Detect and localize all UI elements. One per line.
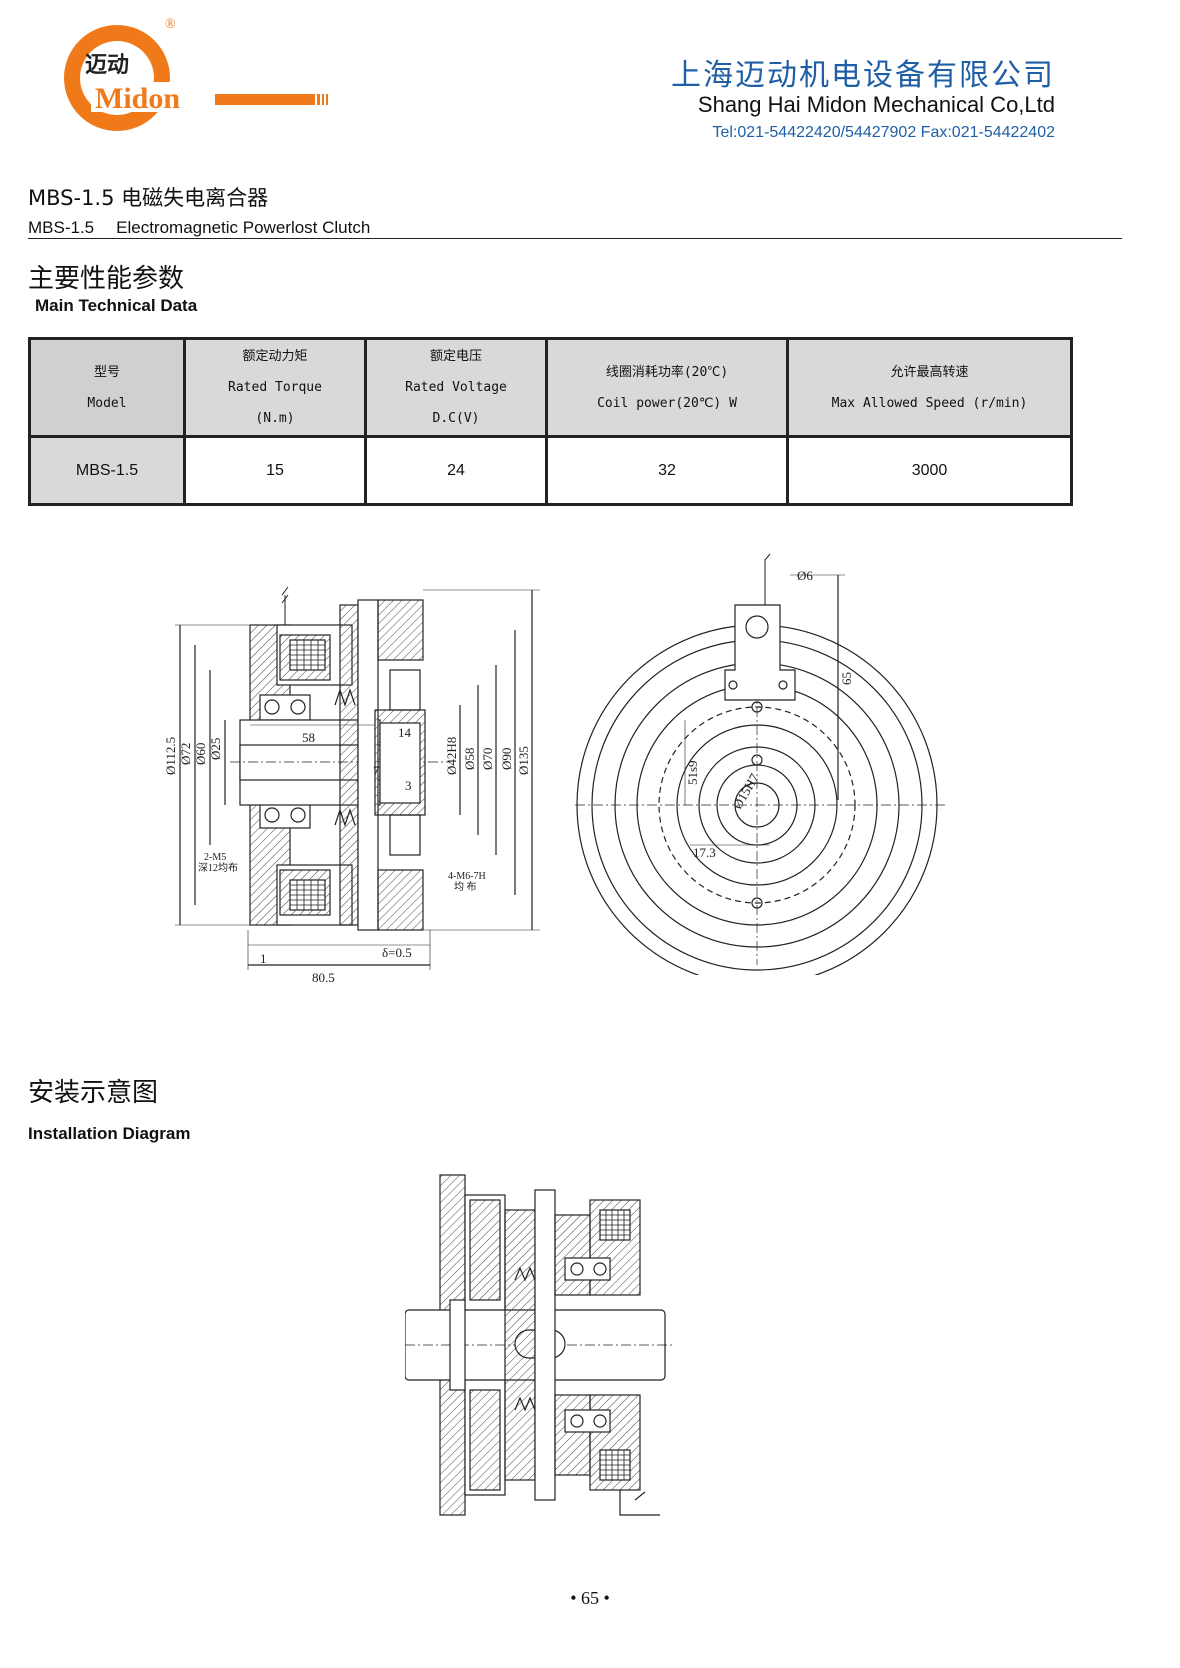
svg-text:51s9: 51s9 xyxy=(685,760,700,785)
logo-wordmark: Midon xyxy=(95,82,180,115)
install-section-title-cn: 安装示意图 xyxy=(28,1078,159,1108)
clutch-front-view-drawing: Ø6 65 51s9 Ø15H7 17.3 xyxy=(575,553,945,975)
svg-text:Ø90: Ø90 xyxy=(499,748,514,770)
tech-section-title-cn: 主要性能参数 xyxy=(28,264,185,294)
svg-text:65: 65 xyxy=(839,672,854,685)
svg-text:Ø135: Ø135 xyxy=(516,746,531,775)
svg-text:7: 7 xyxy=(373,763,380,778)
svg-text:均 布: 均 布 xyxy=(454,881,477,893)
svg-text:3: 3 xyxy=(405,778,412,793)
tech-section-title-en: Main Technical Data xyxy=(35,296,198,315)
cell-coil-power: 32 xyxy=(545,435,789,506)
svg-text:Ø42H8: Ø42H8 xyxy=(444,737,459,775)
svg-text:Ø6: Ø6 xyxy=(797,568,813,583)
svg-text:17.3: 17.3 xyxy=(693,845,716,860)
svg-text:Ø72: Ø72 xyxy=(178,743,193,765)
svg-text:Ø25: Ø25 xyxy=(208,738,223,760)
svg-text:δ=0.5: δ=0.5 xyxy=(382,945,412,960)
company-name-en: Shang Hai Midon Mechanical Co,Ltd xyxy=(697,92,1055,117)
svg-text:迈动: 迈动 xyxy=(85,52,129,77)
svg-text:14: 14 xyxy=(398,725,412,740)
svg-text:80.5: 80.5 xyxy=(312,970,335,985)
svg-text:2-M5: 2-M5 xyxy=(204,852,226,863)
product-title-en: MBS-1.5 Electromagnetic Powerlost Clutch xyxy=(28,218,392,238)
product-model: MBS-1.5 xyxy=(28,218,95,237)
company-contact: Tel:021-54422420/54427902 Fax:021-544224… xyxy=(712,124,1055,141)
cell-voltage: 24 xyxy=(364,435,548,506)
cell-torque: 15 xyxy=(183,435,367,506)
svg-text:4-M6-7H: 4-M6-7H xyxy=(448,871,486,882)
page-number: • 65 • xyxy=(570,1588,610,1608)
svg-text:深12均布: 深12均布 xyxy=(198,862,238,874)
product-title-cn: MBS-1.5 电磁失电离合器 xyxy=(28,186,269,210)
cell-model: MBS-1.5 xyxy=(28,435,186,506)
install-section-title-en: Installation Diagram xyxy=(28,1124,191,1143)
installation-diagram xyxy=(405,1174,675,1516)
svg-text:Ø58: Ø58 xyxy=(462,748,477,770)
table-row: MBS-1.5 15 24 32 3000 xyxy=(28,435,1073,506)
svg-text:Ø112.5: Ø112.5 xyxy=(163,737,178,775)
title-divider xyxy=(28,238,1122,239)
clutch-section-drawing: Ø112.5 Ø72 Ø60 Ø25 Ø42H8 Ø58 Ø70 Ø90 Ø13… xyxy=(163,586,540,985)
svg-text:Ø60: Ø60 xyxy=(193,743,208,765)
svg-text:®: ® xyxy=(165,17,176,32)
svg-text:1: 1 xyxy=(260,951,267,966)
cell-max-speed: 3000 xyxy=(786,435,1073,506)
company-logo: 迈动 Midon ® xyxy=(55,10,355,140)
header-coil-power: 线圈消耗功率(20℃)Coil power(20℃) W xyxy=(545,337,789,438)
product-name-en: Electromagnetic Powerlost Clutch xyxy=(116,218,371,237)
company-name-cn: 上海迈动机电设备有限公司 xyxy=(671,58,1055,93)
svg-text:58: 58 xyxy=(302,730,315,745)
svg-text:Ø70: Ø70 xyxy=(480,748,495,770)
